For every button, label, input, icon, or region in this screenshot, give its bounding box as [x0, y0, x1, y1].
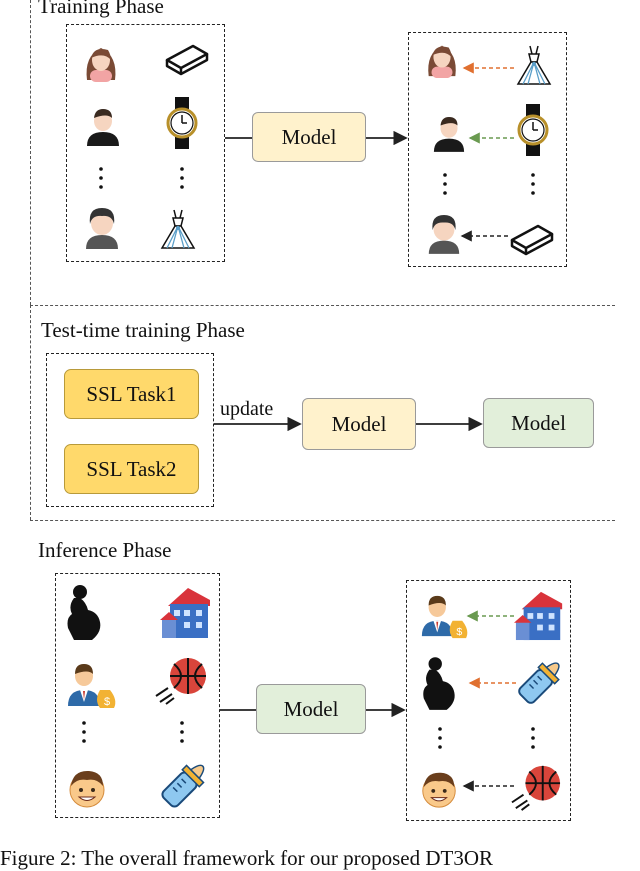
svg-text:$: $ — [456, 626, 462, 638]
pregnant-woman-icon — [423, 657, 455, 710]
man-user-icon — [433, 116, 465, 152]
vertical-ellipsis-icon — [82, 721, 86, 743]
ttt-phase-title: Test-time training Phase — [41, 318, 245, 342]
boy-user-icon — [86, 208, 118, 249]
vertical-ellipsis-icon — [531, 173, 535, 195]
businessman-money-icon: $ — [68, 664, 116, 708]
businessman-money-icon: $ — [421, 595, 468, 638]
inference-phase-title: Inference Phase — [38, 538, 172, 562]
vertical-ellipsis-icon — [438, 727, 442, 749]
vertical-ellipsis-icon — [180, 721, 184, 743]
ssl-task1: SSL Task1 — [64, 369, 199, 419]
baby-bottle-icon — [161, 764, 205, 808]
training-model-box: Model — [252, 112, 366, 162]
ttt-model-box: Model — [302, 398, 416, 450]
woman-user-icon — [86, 48, 116, 82]
ssl-task-box — [46, 353, 214, 507]
ttt-phase-left-border — [30, 305, 31, 520]
watch-icon — [166, 97, 198, 149]
vertical-ellipsis-icon — [531, 727, 535, 749]
man-user-icon — [87, 109, 119, 146]
pregnant-woman-icon — [67, 585, 101, 640]
basketball-icon — [511, 765, 561, 811]
inference-output-box — [406, 580, 571, 821]
svg-text:$: $ — [104, 696, 110, 708]
baby-bottle-icon — [518, 662, 560, 704]
house-icon — [160, 588, 210, 638]
watch-icon — [517, 104, 549, 156]
ssl-task2: SSL Task2 — [64, 444, 199, 494]
training-phase-bottom-border — [30, 305, 615, 306]
boy-face-icon — [422, 772, 456, 808]
dress-icon — [516, 45, 552, 85]
ttt-phase-bottom-border — [30, 520, 615, 521]
book-icon — [165, 44, 209, 76]
training-output-box — [408, 32, 567, 267]
book-icon — [510, 224, 554, 256]
training-phase-left-border — [30, 0, 31, 305]
inference-model-box: Model — [256, 684, 366, 734]
vertical-ellipsis-icon — [443, 173, 447, 195]
training-phase-title: Training Phase — [38, 0, 164, 18]
update-label: update — [220, 398, 274, 420]
vertical-ellipsis-icon — [99, 167, 103, 189]
house-icon — [514, 591, 563, 641]
ttt-updated-model-box: Model — [483, 398, 594, 448]
boy-user-icon — [428, 214, 460, 254]
woman-user-icon — [428, 45, 456, 78]
basketball-icon — [155, 658, 206, 705]
dress-icon — [160, 209, 196, 249]
figure-caption: Figure 2: The overall framework for our … — [0, 846, 493, 870]
vertical-ellipsis-icon — [180, 167, 184, 189]
training-input-box — [66, 24, 225, 262]
boy-face-icon — [69, 770, 105, 808]
inference-input-box — [55, 573, 220, 818]
